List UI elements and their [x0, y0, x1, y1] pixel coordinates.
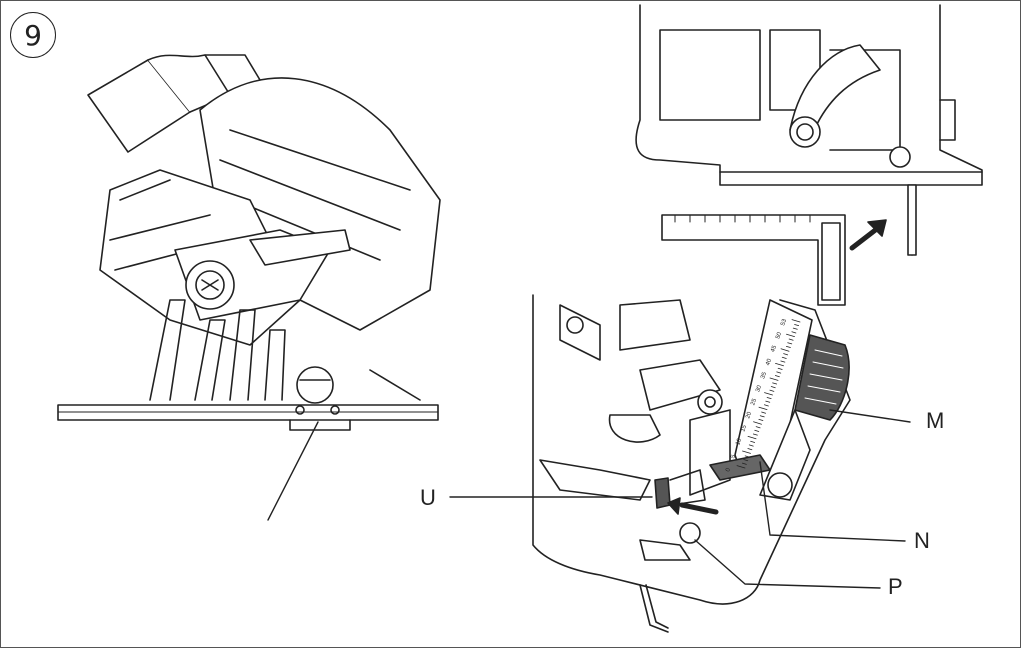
scale-tick	[769, 389, 775, 392]
scale-label: 10	[735, 437, 743, 446]
pointer-n	[709, 454, 771, 481]
carpenter-square-icon	[661, 214, 846, 306]
scale-tick	[761, 411, 767, 414]
scale-tick	[747, 448, 753, 451]
callout-m: M	[926, 408, 945, 433]
scale-tick	[755, 426, 761, 429]
scale-tick	[765, 400, 771, 403]
scale-ticks	[736, 319, 801, 469]
leader-n	[759, 461, 906, 542]
screw-p	[679, 522, 701, 544]
scale-tick	[764, 392, 773, 396]
scale-tick	[741, 462, 747, 465]
scale-label: 53	[780, 318, 788, 327]
scale-tick	[752, 433, 758, 436]
scale-tick	[736, 465, 746, 469]
callout-n: N	[914, 528, 930, 553]
scale-tick	[786, 333, 795, 338]
upper-guard	[199, 77, 441, 331]
figure-number: 9	[10, 12, 56, 58]
scale-tick	[753, 421, 762, 425]
scale-tick	[777, 367, 783, 370]
leader-p	[694, 539, 881, 589]
hex-wrench-icon	[639, 584, 669, 633]
scale-tick	[759, 415, 765, 418]
front-bevel-scale	[789, 44, 881, 141]
scale-tick	[769, 377, 779, 381]
scale-tick	[794, 324, 800, 327]
front-knob	[296, 366, 334, 404]
scale-label: 35	[760, 371, 768, 380]
scale-tick	[787, 342, 793, 345]
scale-tick	[785, 345, 791, 348]
bevel-lever	[249, 229, 351, 266]
scale-tick	[783, 353, 789, 356]
reference-line	[267, 421, 319, 521]
scale-label: 5	[730, 454, 737, 460]
closeup-view	[532, 294, 851, 633]
clamp-nut	[697, 389, 723, 415]
scale-tick	[780, 360, 786, 363]
scale-tick	[747, 435, 757, 440]
scale-tick	[758, 406, 768, 411]
scale-tick	[788, 338, 794, 341]
scale-tick	[774, 375, 780, 378]
scale-tick	[792, 327, 798, 330]
scale-label: 15	[740, 424, 748, 433]
arrow-icon	[849, 219, 887, 251]
scale-tick	[754, 429, 760, 432]
scale-tick	[791, 319, 801, 323]
scale-tick	[758, 418, 764, 421]
callout-u: U	[420, 485, 436, 510]
scale-tick	[780, 348, 790, 352]
scale-tick	[744, 455, 750, 458]
scale-label: 20	[745, 411, 753, 420]
scale-label: 30	[755, 384, 763, 393]
scale-tick	[763, 404, 769, 407]
leader-m	[829, 409, 911, 423]
leader-lines	[449, 409, 911, 589]
scale-tick	[775, 362, 784, 367]
scale-tick	[791, 331, 797, 334]
scale-tick	[776, 371, 782, 374]
callout-p: P	[888, 574, 903, 599]
scale-label: 0	[725, 467, 732, 473]
scale-tick	[750, 440, 756, 443]
scale-tick	[781, 356, 787, 359]
scale-tick	[766, 397, 772, 400]
scale-label: 50	[775, 331, 783, 340]
scale-label: 45	[770, 344, 778, 353]
scale-tick	[772, 382, 778, 385]
scale-tick	[742, 450, 751, 454]
saw-left-view	[57, 54, 441, 521]
scale-tick	[748, 444, 754, 447]
scale-label: 25	[750, 397, 758, 406]
scale-tick	[743, 459, 749, 462]
scale-tick	[770, 386, 776, 389]
saw-front-view	[635, 4, 983, 256]
scale-label: 40	[765, 358, 773, 367]
